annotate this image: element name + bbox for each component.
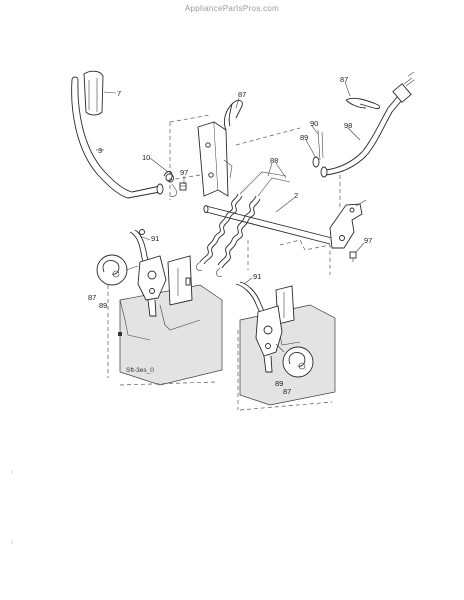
cross-shaft [203,205,333,245]
right-shaft-bracket [329,199,367,249]
bolt-97-left [179,182,187,191]
label-3: 3 [98,146,102,155]
label-91-left: 91 [151,234,159,243]
label-87-bottom: 87 [283,387,291,396]
large-springs [196,171,291,277]
rod-98 [320,71,415,178]
pedal-lever [71,70,164,199]
label-98: 98 [344,121,352,130]
label-91-right: 91 [253,272,261,281]
part-labels: 7 3 87 10 97 88 2 87 98 90 89 97 91 87 8… [88,75,372,396]
label-88: 88 [270,156,278,165]
frame-outline [169,114,341,275]
label-89-right: 89 [275,379,283,388]
center-bracket [197,121,233,197]
label-89-left: 89 [99,301,107,310]
label-97-left: 97 [180,168,188,177]
leader-lines [96,81,365,285]
bolt-97-right [349,251,357,262]
watermark: AppliancePartsPros.com [184,4,280,13]
label-87-left: 87 [88,293,96,302]
hairpin-clip-87-right [345,97,381,109]
label-90: 90 [310,119,318,128]
left-deck-housing [107,255,223,386]
label-97-right: 97 [364,236,372,245]
diagram-code: Sft-3es_0 [126,367,154,374]
washer-89-cotter-90 [312,129,324,168]
label-87-right: 87 [340,75,348,84]
label-10: 10 [142,153,150,162]
label-87-top: 87 [238,90,246,99]
hairpin-clip-87-top [223,99,243,131]
small-spring [163,171,177,197]
detail-bubble-right [275,343,314,378]
lever-91-left [129,229,167,317]
lever-91-right [235,281,283,373]
detail-bubble-left [96,254,139,286]
label-7: 7 [117,89,121,98]
label-2: 2 [294,191,298,200]
label-89-top: 89 [300,133,308,142]
